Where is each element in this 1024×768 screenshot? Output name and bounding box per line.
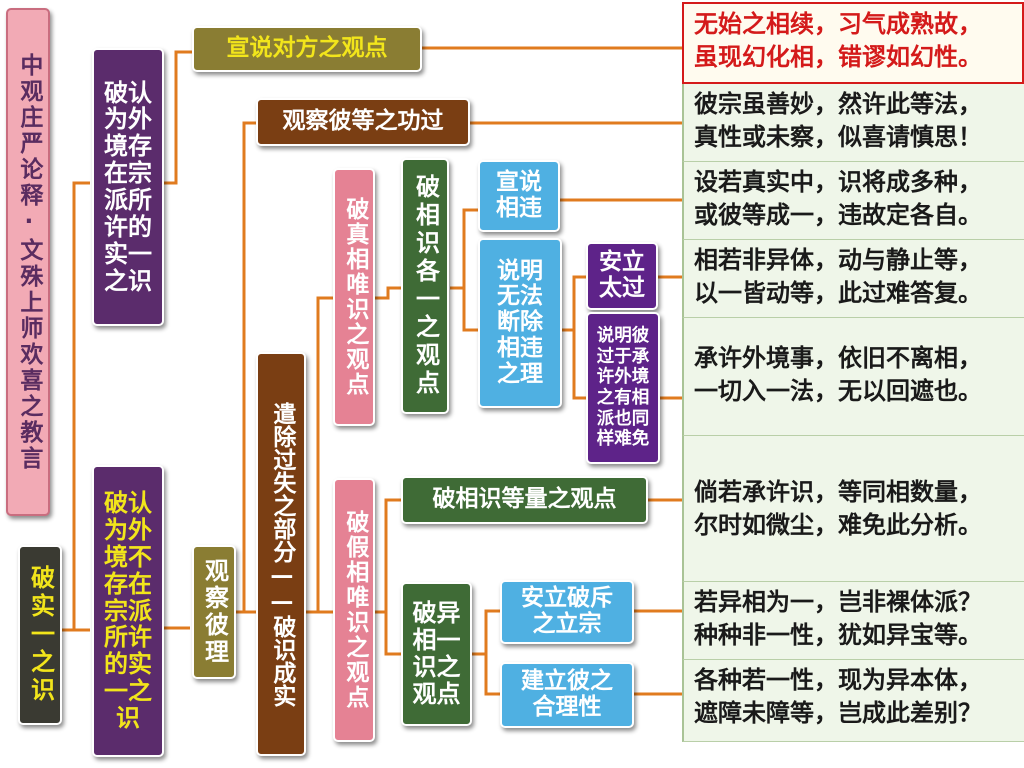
verse-line: 真性或未察，似喜请慎思！ <box>694 123 982 151</box>
main-title: 中观庄严论释·文殊上师欢喜之教言 <box>6 8 50 516</box>
verse-line: 各种若一性，现为异本体， <box>694 666 982 694</box>
branch-external-not-exists: 破认为外境不存在宗派所许的实一之识 <box>92 465 164 757</box>
verse-line: 若异相为一，岂非裸体派？ <box>694 588 982 616</box>
branch-external-exists: 破认为外境存在宗派所许的实一之识 <box>92 48 164 326</box>
verse-block-4: 相若非异体，动与静止等， 以一皆动等，此过难答复。 <box>682 240 1024 318</box>
verse-block-3: 设若真实中，识将成多种， 或彼等成一，违故定各自。 <box>682 162 1024 240</box>
verse-line: 遮障未障等，岂成此差别？ <box>694 699 982 727</box>
state-opponent-node: 宣说对方之观点 <box>192 26 422 72</box>
verse-line: 相若非异体，动与静止等， <box>694 246 982 274</box>
establish-fault-node: 安立太过 <box>586 242 658 310</box>
verse-block-7: 若异相为一，岂非裸体派？ 种种非一性，犹如异宝等。 <box>682 582 1024 660</box>
explain-cannot-remove-node: 说明无法断除相违之理 <box>478 238 562 408</box>
observe-node: 观察彼理 <box>192 545 236 679</box>
verse-line: 以一皆动等，此过难答复。 <box>694 279 982 307</box>
true-aspect-node: 破真相唯识之观点 <box>333 168 375 426</box>
examine-merits-node: 观察彼等之功过 <box>256 98 470 146</box>
verse-block-5: 承许外境事，依旧不离相， 一切入一法，无以回遮也。 <box>682 318 1024 436</box>
verse-line: 倘若承许识，等同相数量， <box>694 478 982 506</box>
verse-block-8: 各种若一性，现为异本体， 遮障未障等，岂成此差别？ <box>682 660 1024 742</box>
establish-reasoning-node: 建立彼之合理性 <box>500 662 634 728</box>
refute-equal-number-node: 破相识等量之观点 <box>401 476 648 524</box>
verse-block-2: 彼宗虽善妙，然许此等法， 真性或未察，似喜请慎思！ <box>682 84 1024 162</box>
verse-line: 设若真实中，识将成多种， <box>694 168 982 196</box>
state-contradiction-node: 宣说相违 <box>478 160 560 232</box>
verse-line: 彼宗虽善妙，然许此等法， <box>694 90 982 118</box>
verse-line: 一切入一法，无以回遮也。 <box>694 377 982 405</box>
establish-refute-own-node: 安立破斥之立宗 <box>500 580 634 644</box>
verse-block-6: 倘若承许识，等同相数量， 尔时如微尘，难免此分析。 <box>682 436 1024 582</box>
false-aspect-node: 破假相唯识之观点 <box>333 478 375 742</box>
verse-line: 无始之相续，习气成熟故， <box>694 10 982 38</box>
verse-line: 虽现幻化相，错谬如幻性。 <box>694 43 982 71</box>
verse-block-1: 无始之相续，习气成熟故， 虽现幻化相，错谬如幻性。 <box>682 2 1024 84</box>
verse-line: 种种非一性，犹如异宝等。 <box>694 621 982 649</box>
root-node: 破实一之识 <box>18 545 62 725</box>
verse-line: 承许外境事，依旧不离相， <box>694 344 982 372</box>
refute-one-each-node: 破相识各一之观点 <box>401 158 449 414</box>
refute-different-node: 破异相一识之观点 <box>401 582 472 726</box>
remove-faults-node: 遣除过失之部分——破识成实 <box>256 352 306 756</box>
same-for-externalists-node: 说明彼过于承许外境之有相派也同样难免 <box>586 312 660 464</box>
verse-line: 尔时如微尘，难免此分析。 <box>694 511 982 539</box>
verse-line: 或彼等成一，违故定各自。 <box>694 201 982 229</box>
